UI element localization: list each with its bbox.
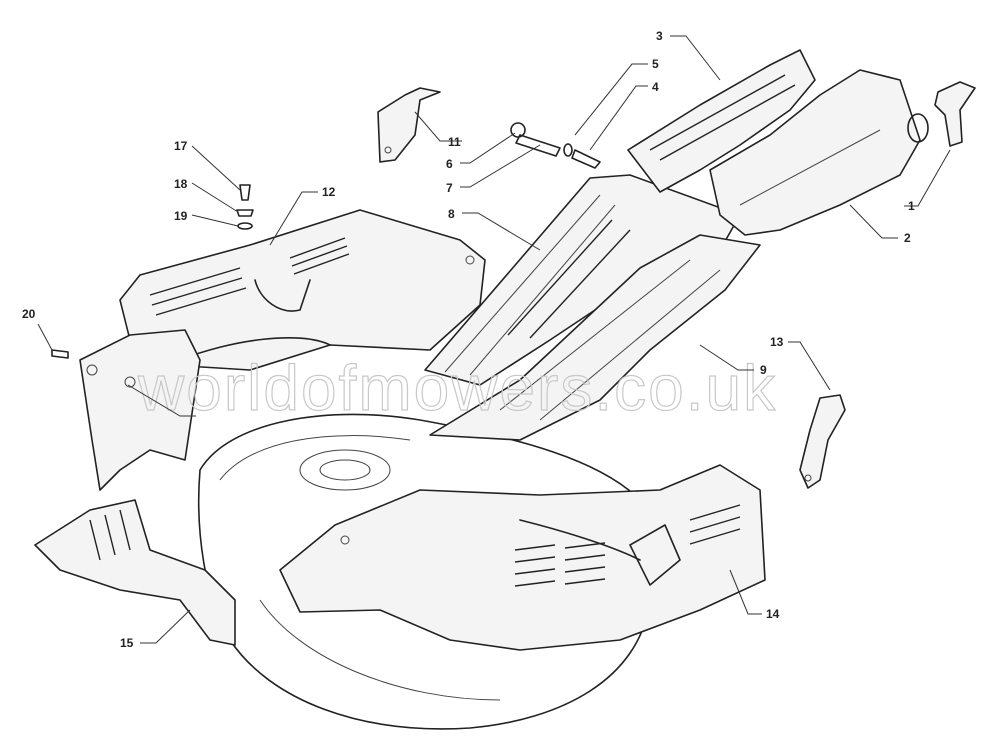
callout-16: 17 [174,139,188,153]
callout-labels: 3 5 4 6 7 8 11 12 17 18 19 20 1 2 9 13 1… [22,29,915,650]
part-16-screw [239,184,251,201]
callout-14: 14 [766,607,780,621]
callout-15: 15 [120,636,134,650]
part-7-nut [510,122,526,138]
leader-lines [37,35,951,644]
callout-12: 12 [322,185,336,199]
callout-9: 9 [760,363,767,377]
part-11-bracket [377,87,441,163]
callout-13: 13 [770,335,784,349]
part-15-left-bracket [34,499,236,646]
part-9-inner-chute [429,234,761,441]
callout-3: 3 [656,29,663,43]
part-17-nut [236,209,254,217]
part-4-bolt [571,149,601,169]
callout-8: 8 [448,207,455,221]
callout-4: 4 [652,80,659,94]
callout-17: 18 [174,177,188,191]
part-19-screw [51,349,69,359]
callout-18: 19 [174,209,188,223]
part-6-spacer [515,134,561,157]
callout-5: 5 [652,57,659,71]
part-3-upper-chute [627,49,816,193]
part-20-side-panel [79,329,201,491]
part-5-washer [563,143,573,157]
part-13-bracket [799,394,846,489]
callout-1: 1 [908,199,915,213]
part-14-front-shroud [279,464,766,651]
part-1-clip [934,81,976,147]
part-12-left-housing [119,209,486,371]
callout-6: 7 [446,181,453,195]
watermark: worldofmowers.co.uk [137,352,777,424]
callout-19: 20 [22,307,36,321]
part-2-rear-chute [709,69,929,236]
hardware [51,122,601,359]
callout-11: 11 [448,135,461,149]
callout-2: 2 [904,231,911,245]
part-18-washer [237,222,253,230]
callout-7: 6 [446,157,453,171]
